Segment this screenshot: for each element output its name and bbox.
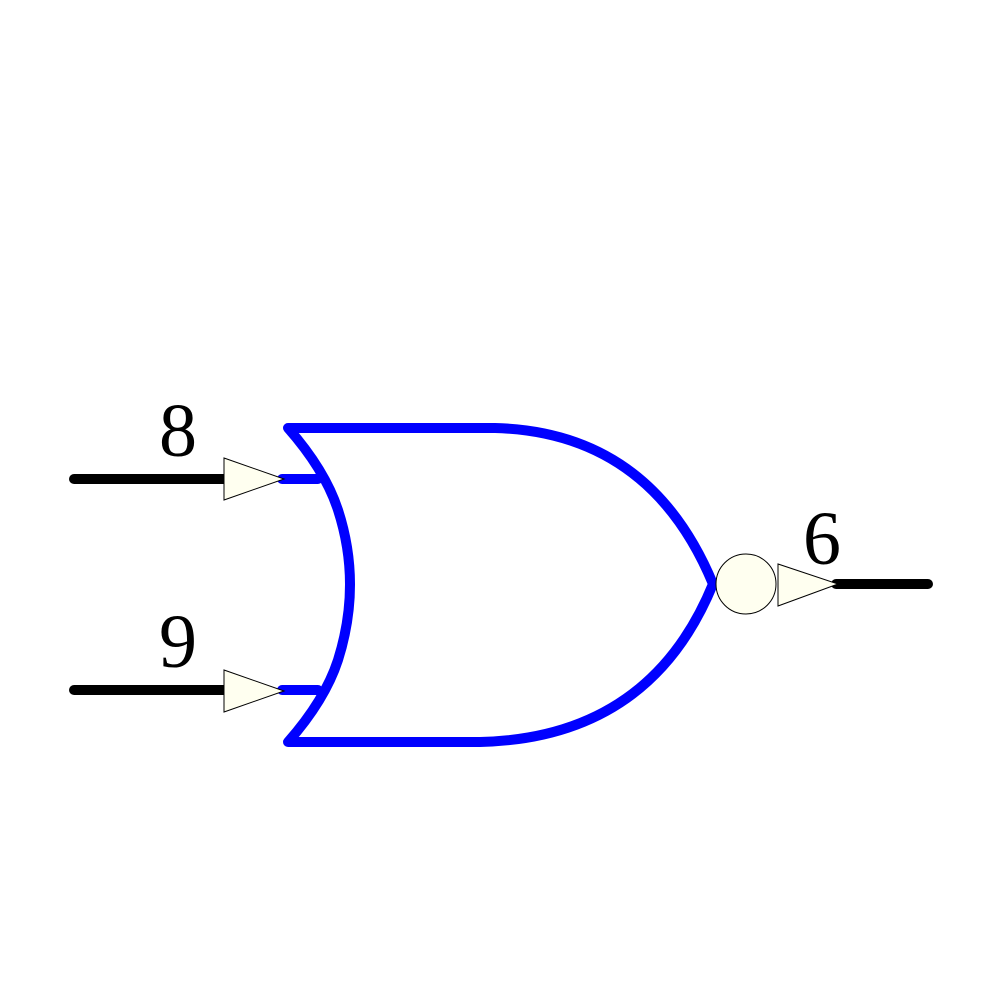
input-label-8: 8 [159,389,197,473]
input-arrow-9-icon [223,669,286,713]
input-arrow-8-icon [223,457,286,501]
inversion-bubble-icon [715,553,777,615]
output-label-6: 6 [803,497,841,581]
input-pin-9[interactable]: 9 [69,600,323,713]
output-pin-6[interactable]: 6 [777,497,933,607]
output-arrow-6-icon [777,563,840,607]
input-pin-8[interactable]: 8 [69,389,323,501]
nor-gate-body[interactable] [283,423,718,747]
input-label-9: 9 [159,600,197,684]
